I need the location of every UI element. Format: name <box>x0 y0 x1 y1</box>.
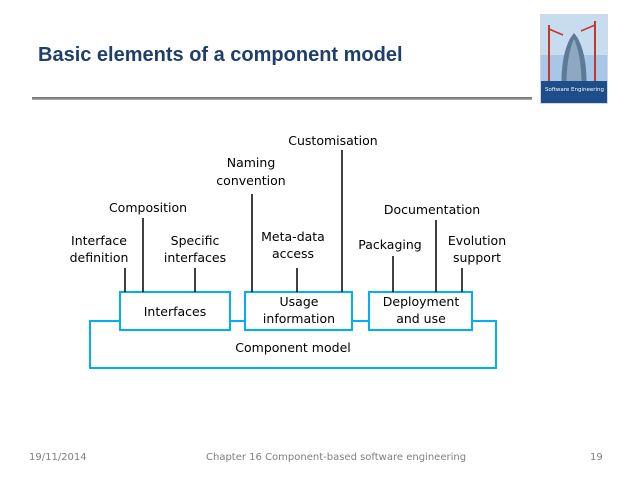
interface-definition-label-line2: definition <box>70 250 129 265</box>
composition-label: Composition <box>109 200 187 215</box>
documentation-label: Documentation <box>384 202 480 217</box>
slide-title: Basic elements of a component model <box>38 44 403 66</box>
interfaces-box-label: Interfaces <box>144 304 206 319</box>
meta-data-label-line2: access <box>272 246 314 261</box>
evolution-label-line1: Evolution <box>448 233 506 248</box>
evolution-label-line2: support <box>453 250 501 265</box>
naming-label-line2: convention <box>216 173 285 188</box>
deployment-box <box>368 291 473 331</box>
naming-label-line1: Naming <box>227 155 276 170</box>
deployment-box-label-line2: and use <box>396 311 446 326</box>
footer-page-number: 19 <box>590 452 603 463</box>
deployment-box-label-line1: Deployment <box>383 294 460 309</box>
usage-box-label-line2: information <box>263 311 335 326</box>
specific-interfaces-label-line2: interfaces <box>164 250 226 265</box>
usage-box-label-line1: Usage <box>280 294 319 309</box>
interface-definition-label-line1: Interface <box>71 233 127 248</box>
component-model-label: Component model <box>235 340 350 355</box>
cover-title: Software Engineering <box>545 87 604 93</box>
customisation-label: Customisation <box>288 133 377 148</box>
specific-interfaces-label-line1: Specific <box>171 233 220 248</box>
interfaces-box <box>119 291 231 331</box>
title-divider <box>32 97 532 100</box>
usage-information-box <box>244 291 353 331</box>
footer-chapter: Chapter 16 Component-based software engi… <box>206 452 467 463</box>
cover-illustration <box>541 15 607 103</box>
packaging-label: Packaging <box>358 237 421 252</box>
footer-date: 19/11/2014 <box>29 452 87 463</box>
meta-data-label-line1: Meta-data <box>261 229 325 244</box>
book-cover-image: Software Engineering <box>540 14 608 104</box>
